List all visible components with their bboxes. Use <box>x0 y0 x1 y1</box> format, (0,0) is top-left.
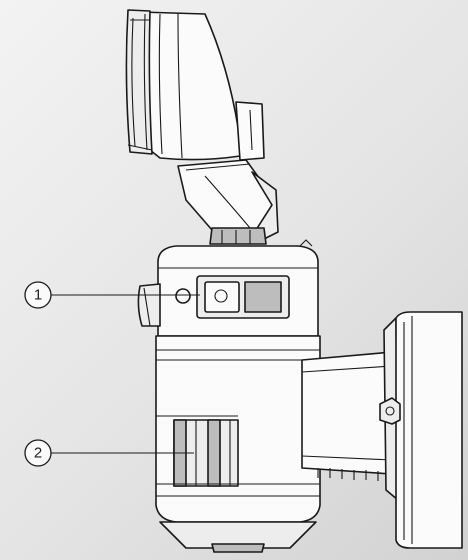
callout-2-circle <box>24 439 52 467</box>
callout-2-number: 2 <box>34 445 42 462</box>
callout-1: 1 <box>24 281 200 309</box>
neck-joint <box>177 159 279 245</box>
callout-2: 2 <box>24 439 194 467</box>
lower-housing <box>155 335 321 553</box>
mount-arm <box>301 317 399 501</box>
lamp-head <box>125 9 265 161</box>
callout-1-number: 1 <box>34 287 42 304</box>
wall-plate <box>379 311 463 549</box>
callout-1-circle <box>24 281 52 309</box>
upper-housing <box>137 239 319 337</box>
